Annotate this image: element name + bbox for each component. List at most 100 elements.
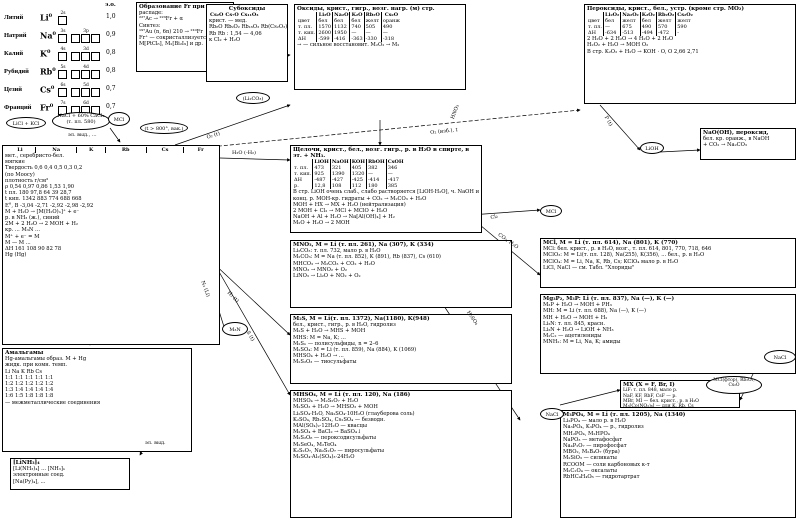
shell-label: 2s: [60, 11, 66, 16]
peroxide-line: В стр. K₂O₂ + H₂O → KOH · O, O 2,66 2,71: [587, 48, 699, 55]
peroxide-cell: бел: [603, 18, 621, 25]
metals-line: 2M + 2 H₂O → 2 MOH + H₂: [5, 221, 78, 228]
halides-line: NaF, KF, RbF, CsF — р.: [623, 393, 677, 399]
halides-line: LiF: т. пл. 848, мало р.: [623, 388, 678, 394]
francium-title: Образование Fr при радиоактивном: [139, 4, 233, 10]
peroxide-line: H₂O₂ + H₂O → MOH O₂: [587, 42, 649, 49]
metals-line: кр. ... M₃N ...: [5, 227, 40, 234]
sulfates-line: MHSO₄ → M₂S₂O₇ + H₂O: [293, 398, 359, 405]
oxides-cell: -330: [363, 36, 382, 43]
francium-line: M[PtCl₆], M₂[Bi₂I₉] и др.: [139, 41, 203, 48]
oxides-cell: 740: [349, 24, 365, 31]
oxides-cell: 1950: [332, 30, 350, 37]
hydroxide-header: CsOH: [385, 159, 405, 166]
peroxide-header: Cs₂O₂: [675, 12, 694, 19]
oxides-cell: бел: [332, 18, 350, 25]
oxides-cell: 1132: [332, 24, 350, 31]
amalgam-line: жидк. при комн. темп.: [5, 362, 68, 369]
hydroxide-cell: 112: [349, 183, 367, 190]
edge-label-4: H₂O (-H₂): [232, 150, 257, 156]
shell-group: 4d: [71, 65, 101, 80]
orbital-box: [81, 70, 90, 79]
metals-header-cell: Li: [17, 147, 23, 153]
sulfides-line: M₂S₂O₃ — тиосульфаты: [293, 359, 357, 366]
chlorides-line: MClO₃: M = Li(т. пл. 128), Na(255), K(35…: [543, 252, 705, 259]
orbital-box: [71, 52, 80, 61]
shell-group: 6s: [58, 83, 68, 98]
element-charge: 0: [50, 85, 55, 91]
sulfides-line: M₂Sₙ — полисульфиды, n = 2–6: [293, 340, 379, 347]
hydroxide-cell: 321: [329, 165, 351, 172]
sulfides-title: M₂S, M = Li(т. пл. 1372), Na(1180), K(94…: [293, 316, 430, 322]
superoxide-title: NaO(OH), пероксид,: [703, 130, 769, 136]
hydroxide-header: RbOH: [366, 159, 387, 166]
shell-label: 3p: [83, 29, 89, 34]
carbonates-line: Li₂CO₃: т. пл. 732, мало р. в H₂O: [293, 248, 381, 255]
element-symbol: K0: [40, 49, 50, 58]
metals-line: мягкие: [5, 159, 25, 166]
amalgam-line: Li Na K Rb Cs: [5, 368, 43, 375]
element-name: Цезий: [4, 86, 23, 93]
orbital-box: [58, 70, 67, 79]
sulfides-line: MHS: M = Na, K; ...: [293, 334, 346, 341]
shell-group: 5s: [58, 65, 68, 80]
arrow-peroxide-to-lioh: [599, 104, 641, 151]
metals-line: t кип. 1342 883 774 688 668: [5, 196, 82, 203]
phosphates-line: Na₃PO₄, K₃PO₄ — р., гидролиз: [563, 424, 644, 431]
arrow-metal-to-hydroxide: [219, 157, 291, 162]
phosphates-line: MH₂PO₄, M₂HPO₄: [563, 430, 610, 437]
element-electronegativity: 0,8: [106, 49, 116, 56]
element-symbol-text: Rb: [40, 66, 53, 77]
oxides-cell: оранж: [380, 18, 401, 25]
sulfates-line: Li₂SO₄·H₂O, Na₂SO₄·10H₂O (глауберова сол…: [293, 410, 415, 417]
suboxide-header: Cs₇O: [225, 12, 239, 19]
hydroxide-line: MOH + HX → MX + H₂O (нейтрализация): [293, 201, 406, 208]
shell-label: 5d: [83, 83, 89, 88]
elements-header: э.о.: [105, 2, 116, 8]
oxides-header: Rb₂O: [363, 12, 382, 19]
orbital-box: [81, 52, 90, 61]
phosphates-line: M₂C₂O₄ — оксалаты: [563, 467, 618, 474]
hydroxide-line: конц. р. MOH-кр. гидраты + CO₂ → M₂CO₃ +…: [293, 195, 427, 202]
chlorides-line: MCl: бел. крист., р. в H₂O, возг., т. пл…: [543, 246, 712, 253]
sulfates-title: MHSO₄, M = Li (т. пл. 120), Na (186): [293, 392, 411, 398]
chlorides-line: MClO₄: M = Li, Na, K, Rb, Cs; KClO₄ мало…: [543, 258, 679, 265]
oxides-cell: цвет: [298, 18, 310, 25]
oxides-cell: -363: [349, 36, 365, 43]
element-name: Калий: [4, 50, 24, 57]
orbital-box: [91, 70, 100, 79]
hydroxide-title: Щелочи, крист., бел., возг. гигр., р. в …: [293, 147, 470, 160]
suboxide-header: Cs₁₁O₃: [240, 12, 259, 19]
suboxide-line: к Cl₂ + H₂O: [209, 36, 241, 43]
hydroxide-row: ΔH-487-427-425-414-417: [293, 177, 405, 184]
peroxide-cell: 675: [620, 24, 641, 31]
nitrides-line: Li₃N + H₂O → LiOH + NH₃: [543, 327, 614, 334]
element-symbol-text: Fr: [40, 102, 50, 113]
chlorides-box: MCl, M = Li (т. пл. 614), Na (801), K (7…: [540, 238, 796, 288]
chlorides-line: LiCl, NaCl — см. Табл. "Хлориды": [543, 264, 635, 271]
bubble-nacl-bottom: NaCl: [540, 408, 564, 420]
nitrides-line: MH: M = Li (т. пл. 688), Na (—), K (—): [543, 308, 646, 315]
shell-group: 4s: [58, 47, 68, 62]
suboxide-title: Субоксиды: [228, 6, 266, 12]
sulfates-line: M₂SO₄ + BaCl₂ → BaSO₄↓: [293, 429, 362, 436]
metals-header-cell: Rb: [104, 147, 147, 153]
oxides-cell: -416: [332, 36, 350, 43]
element-symbol: Cs0: [40, 85, 55, 94]
sulfides-line: M₂S + H₂O → MHS + MOH: [293, 328, 366, 335]
element-symbol: Rb0: [40, 66, 56, 77]
peroxide-cell: -513: [620, 30, 641, 37]
suboxide-line: Rb Rb : 1,54 — 4,06: [209, 30, 262, 37]
oxides-cell: 1570: [316, 24, 333, 31]
metals-line: мет., серебристо-бел.: [5, 153, 64, 159]
oxides-header: Na₂O: [332, 12, 350, 19]
